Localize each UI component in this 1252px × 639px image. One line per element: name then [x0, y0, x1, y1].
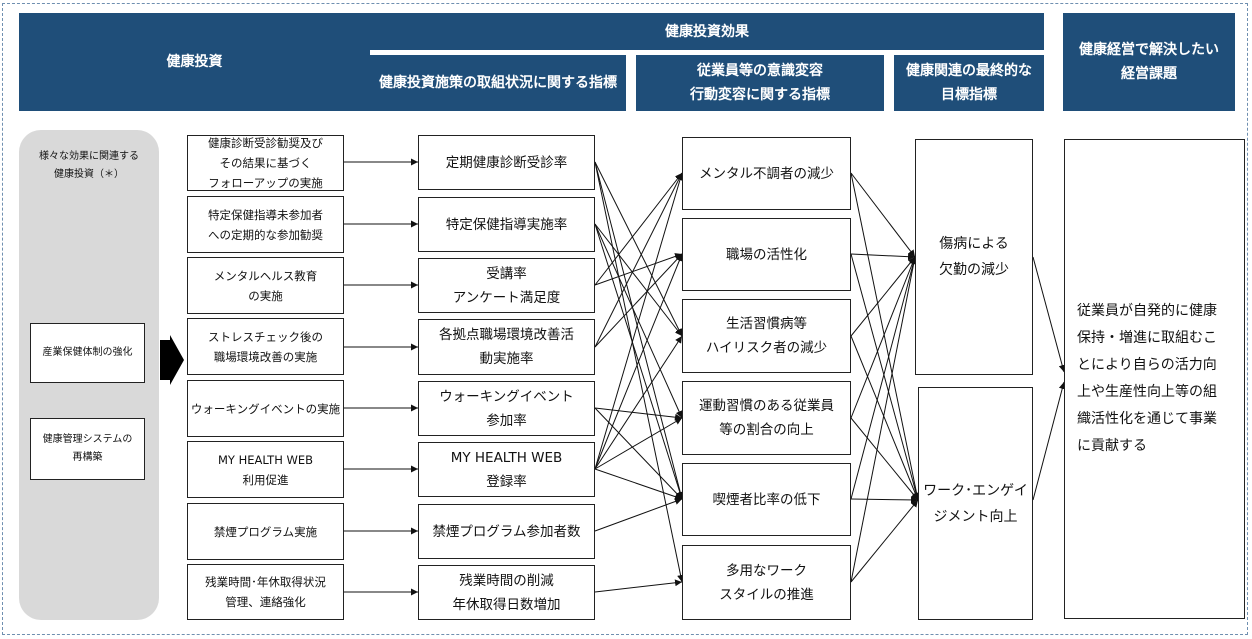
- connector-ind-to-eff: [594, 253, 683, 348]
- header-indicator: 健康投資施策の取組状況に関する指標: [370, 55, 626, 111]
- connector-eff-to-final: [850, 256, 916, 419]
- indicator-workplace-improvement: 各拠点職場環境改善活 動実施率: [418, 319, 595, 375]
- indicator-walking-participation: ウォーキングイベント 参加率: [418, 381, 595, 436]
- connector-ind-to-eff: [594, 161, 685, 583]
- investment-smoking-program: 禁煙プログラム実施: [187, 503, 344, 560]
- connector-ind-to-eff: [594, 161, 684, 500]
- investment-my-health-web: MY HEALTH WEB 利用促進: [187, 441, 344, 498]
- connector-eff-to-final: [850, 172, 916, 258]
- connector-eff-to-final: [850, 496, 919, 504]
- connector-ind-to-eff: [594, 407, 683, 500]
- investment-specific-guidance: 特定保健指導未参加者 への定期的な参加勧奨: [187, 196, 344, 253]
- effect-workplace-vitality: 職場の活性化: [682, 218, 851, 291]
- final-absence-reduction: 傷病による 欠勤の減少: [915, 139, 1033, 375]
- effect-mental-illness-reduction: メンタル不調者の減少: [682, 137, 851, 210]
- connector-ind-to-eff: [594, 223, 683, 337]
- connector-ind-to-eff: [594, 172, 684, 470]
- connector-eff-to-final: [850, 256, 918, 583]
- related-investment-label: 様々な効果に関連する 健康投資（＊）: [39, 151, 139, 180]
- connector-eff-to-final: [850, 335, 919, 501]
- investment-health-checkup: 健康診断受診勧奨及び その結果に基づく フォローアップの実施: [187, 135, 344, 191]
- header-awareness: 従業員等の意識変容 行動変容に関する指標: [636, 55, 884, 111]
- connector-eff-to-final: [850, 256, 917, 500]
- effect-diverse-work-style: 多用なワーク スタイルの推進: [682, 545, 851, 620]
- connector-ind-to-eff: [594, 253, 683, 286]
- sidebar-item-health-system: 健康管理システムの 再構築: [30, 418, 145, 480]
- final-engagement-improvement: ワーク･エンゲイ ジメント向上: [918, 387, 1033, 620]
- connector-ind-to-eff: [594, 253, 683, 470]
- header-investment: 健康投資: [19, 13, 370, 111]
- connector-eff-to-final: [850, 256, 916, 337]
- connector-ind-to-eff: [594, 417, 683, 470]
- connector-ind-to-eff: [594, 579, 683, 593]
- connector-ind-to-eff: [594, 468, 683, 501]
- investment-walking-event: ウォーキングイベントの実施: [187, 380, 344, 437]
- indicator-attendance-satisfaction: 受講率 アンケート満足度: [418, 258, 595, 313]
- connector-eff-to-final: [850, 417, 919, 501]
- investment-stress-check: ストレスチェック後の 職場環境改善の実施: [187, 318, 344, 375]
- sidebar-item-occupational-health: 産業保健体制の強化: [30, 323, 145, 383]
- connector-eff-to-final: [850, 499, 919, 583]
- indicator-web-registration: MY HEALTH WEB 登録率: [418, 442, 595, 497]
- big-arrow-icon: [160, 335, 184, 385]
- connector-ind-to-eff: [594, 498, 683, 532]
- indicator-smoking-participants: 禁煙プログラム参加者数: [418, 504, 595, 559]
- effect-high-risk-reduction: 生活習慣病等 ハイリスク者の減少: [682, 299, 851, 373]
- connector-eff-to-final: [850, 172, 921, 501]
- indicator-guidance-rate: 特定保健指導実施率: [418, 197, 595, 252]
- header-effect: 健康投資効果: [370, 13, 1044, 50]
- investment-mental-health-education: メンタルヘルス教育 の実施: [187, 257, 344, 314]
- indicator-overtime-leave: 残業時間の削減 年休取得日数増加: [418, 565, 595, 620]
- investment-overtime-management: 残業時間･年休取得状況 管理、連絡強化: [187, 564, 344, 620]
- connector-final-to-goal: [1032, 256, 1066, 373]
- connector-ind-to-eff: [594, 407, 683, 421]
- business-goal: 従業員が自発的に健康 保持・増進に取組むこ とにより自らの活力向 上や生産性向上…: [1064, 139, 1245, 619]
- effect-exercise-habit: 運動習慣のある従業員 等の割合の向上: [682, 381, 851, 455]
- connector-ind-to-eff: [594, 335, 683, 470]
- connector-final-to-goal: [1032, 381, 1066, 501]
- header-issue: 健康経営で解決したい 経営課題: [1063, 13, 1235, 111]
- connector-ind-to-eff: [594, 161, 683, 337]
- connector-eff-to-final: [850, 253, 920, 501]
- indicator-checkup-rate: 定期健康診断受診率: [418, 135, 595, 190]
- header-final: 健康関連の最終的な 目標指標: [894, 55, 1044, 111]
- connector-ind-to-eff: [594, 172, 683, 286]
- effect-smoking-rate-decrease: 喫煙者比率の低下: [682, 463, 851, 536]
- business-goal-text: 従業員が自発的に健康 保持・増進に取組むこ とにより自らの活力向 上や生産性向上…: [1077, 303, 1217, 454]
- connector-eff-to-final: [850, 253, 916, 261]
- diagram-frame: [2, 3, 1248, 635]
- connector-ind-to-eff: [594, 172, 683, 348]
